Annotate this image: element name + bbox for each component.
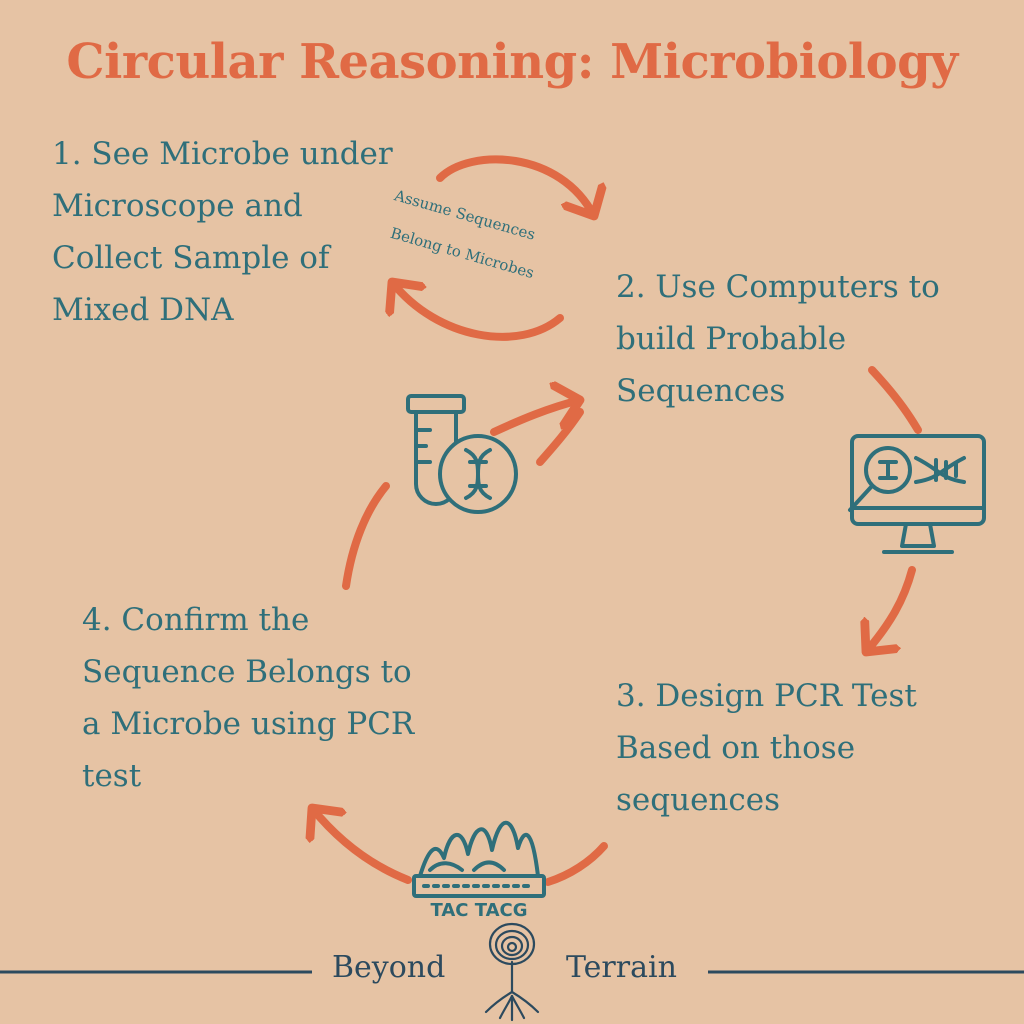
computer-dna-search-icon [848, 434, 986, 554]
step-2-text: 2. Use Computers to build Probable Seque… [616, 261, 940, 417]
cycle-arrow-tube-to-2-tail [536, 408, 584, 466]
fingerprint-tree-logo [484, 922, 540, 1022]
cycle-arrow-tube-to-2 [490, 400, 580, 436]
pcr-sequence-label: TAC TACG [430, 900, 528, 921]
footer-brand-left: Beyond [332, 950, 446, 985]
cycle-arrow-pcr-to-4 [312, 808, 412, 884]
step-1-line: 1. See Microbe under [52, 136, 393, 172]
footer-brand-right: Terrain [566, 950, 677, 985]
step-4-line: Sequence Belongs to [82, 654, 412, 690]
step-2-line: build Probable [616, 321, 847, 357]
loop-arrow-top [436, 155, 594, 216]
page-title: Circular Reasoning: Microbiology [66, 34, 958, 90]
step-3-line: Based on those [616, 730, 856, 766]
step-1-line: Collect Sample of [52, 240, 330, 276]
loop-arrow-bottom [392, 282, 564, 341]
cycle-arrow-2-to-3 [868, 366, 922, 434]
pcr-peaks-icon [412, 820, 546, 898]
step-2-line: 2. Use Computers to [616, 269, 940, 305]
step-4-line: 4. Confirm the [82, 602, 310, 638]
step-1-line: Mixed DNA [52, 292, 234, 328]
cycle-arrow-4-to-tube [342, 482, 390, 590]
cycle-arrow-2-to-3-lower [866, 566, 916, 652]
step-4-line: test [82, 758, 142, 794]
step-3-line: sequences [616, 782, 780, 818]
step-3-text: 3. Design PCR Test Based on those sequen… [616, 670, 917, 826]
step-3-line: 3. Design PCR Test [616, 678, 917, 714]
step-4-line: a Microbe using PCR [82, 706, 415, 742]
step-2-line: Sequences [616, 373, 786, 409]
step-1-text: 1. See Microbe under Microscope and Coll… [52, 128, 393, 336]
step-4-text: 4. Confirm the Sequence Belongs to a Mic… [82, 594, 414, 802]
step-1-line: Microscope and [52, 188, 303, 224]
cycle-arrow-3-to-pcr [544, 842, 608, 886]
test-tube-dna-icon [406, 394, 518, 514]
